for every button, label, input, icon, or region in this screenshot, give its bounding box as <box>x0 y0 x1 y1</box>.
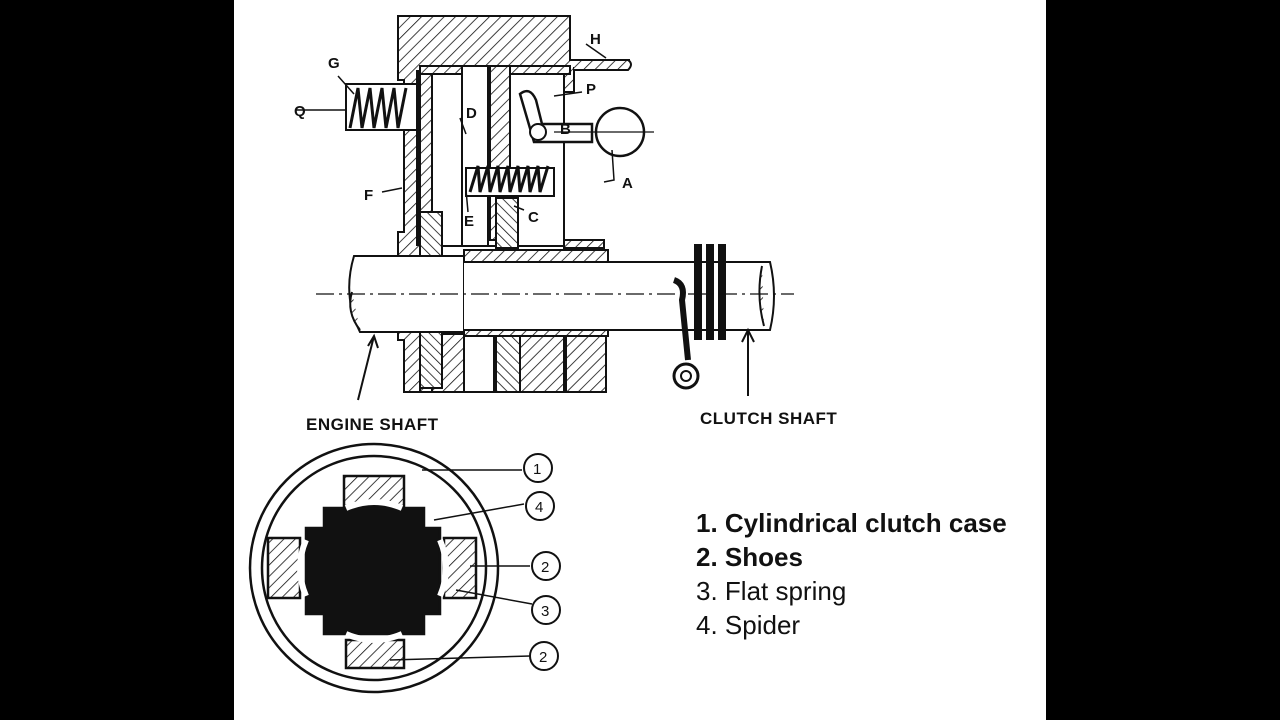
pivot-b <box>529 123 547 141</box>
flat-spring-bottom <box>344 631 404 643</box>
cross-section-view <box>248 442 533 694</box>
label-h: H <box>590 31 601 48</box>
hub-web <box>495 335 521 393</box>
clutch-shaft-label: CLUTCH SHAFT <box>700 409 837 428</box>
callout-1: 1 <box>533 461 541 478</box>
clutch-diagram-svg: H G Q P D B A F E C ENGINE SHAFT CLUTCH … <box>248 15 837 694</box>
shoe-bottom <box>344 638 406 670</box>
callout-2-upper: 2 <box>541 559 549 576</box>
engine-shaft-label: ENGINE SHAFT <box>306 415 439 434</box>
legend-item-2: 2. Shoes <box>696 542 803 572</box>
diagram-page: H G Q P D B A F E C ENGINE SHAFT CLUTCH … <box>234 0 1046 720</box>
bracket-h <box>574 59 632 71</box>
hub-sleeve <box>463 249 609 263</box>
callout-3: 3 <box>541 603 549 620</box>
shoe-left <box>266 536 302 600</box>
clutch-shaft-arrow <box>741 327 755 396</box>
label-g: G <box>328 55 340 72</box>
callout-4: 4 <box>535 499 543 516</box>
legend-item-1: 1. Cylindrical clutch case <box>696 508 1007 538</box>
label-q: Q <box>294 103 306 120</box>
label-f: F <box>364 187 373 204</box>
label-b: B <box>560 121 571 138</box>
engine-shaft-arrow <box>357 333 379 401</box>
sectional-view <box>296 15 794 401</box>
callout-2-lower: 2 <box>539 649 547 666</box>
legend-item-4: 4. Spider <box>696 610 801 640</box>
clutch-case-inner <box>260 454 488 682</box>
label-a: A <box>622 175 633 192</box>
flat-spring-right <box>437 538 449 598</box>
clutch-case-outer <box>248 442 500 694</box>
shift-lever <box>672 277 691 361</box>
flat-spring-top <box>344 499 404 511</box>
part-labels: H G Q P D B A F E C ENGINE SHAFT CLUTCH … <box>294 31 837 434</box>
spider <box>304 506 442 636</box>
label-d: D <box>466 105 477 122</box>
parts-legend: 1. Cylindrical clutch case 2. Shoes 3. F… <box>696 506 1007 642</box>
legend-item-3: 3. Flat spring <box>696 576 847 606</box>
section-callouts: 1 4 2 3 2 <box>523 453 561 671</box>
flat-spring-left <box>297 538 309 598</box>
label-p: P <box>586 81 596 98</box>
block-c <box>495 197 519 249</box>
label-c: C <box>528 209 539 226</box>
label-e: E <box>464 213 474 230</box>
shoe-right <box>442 536 478 600</box>
